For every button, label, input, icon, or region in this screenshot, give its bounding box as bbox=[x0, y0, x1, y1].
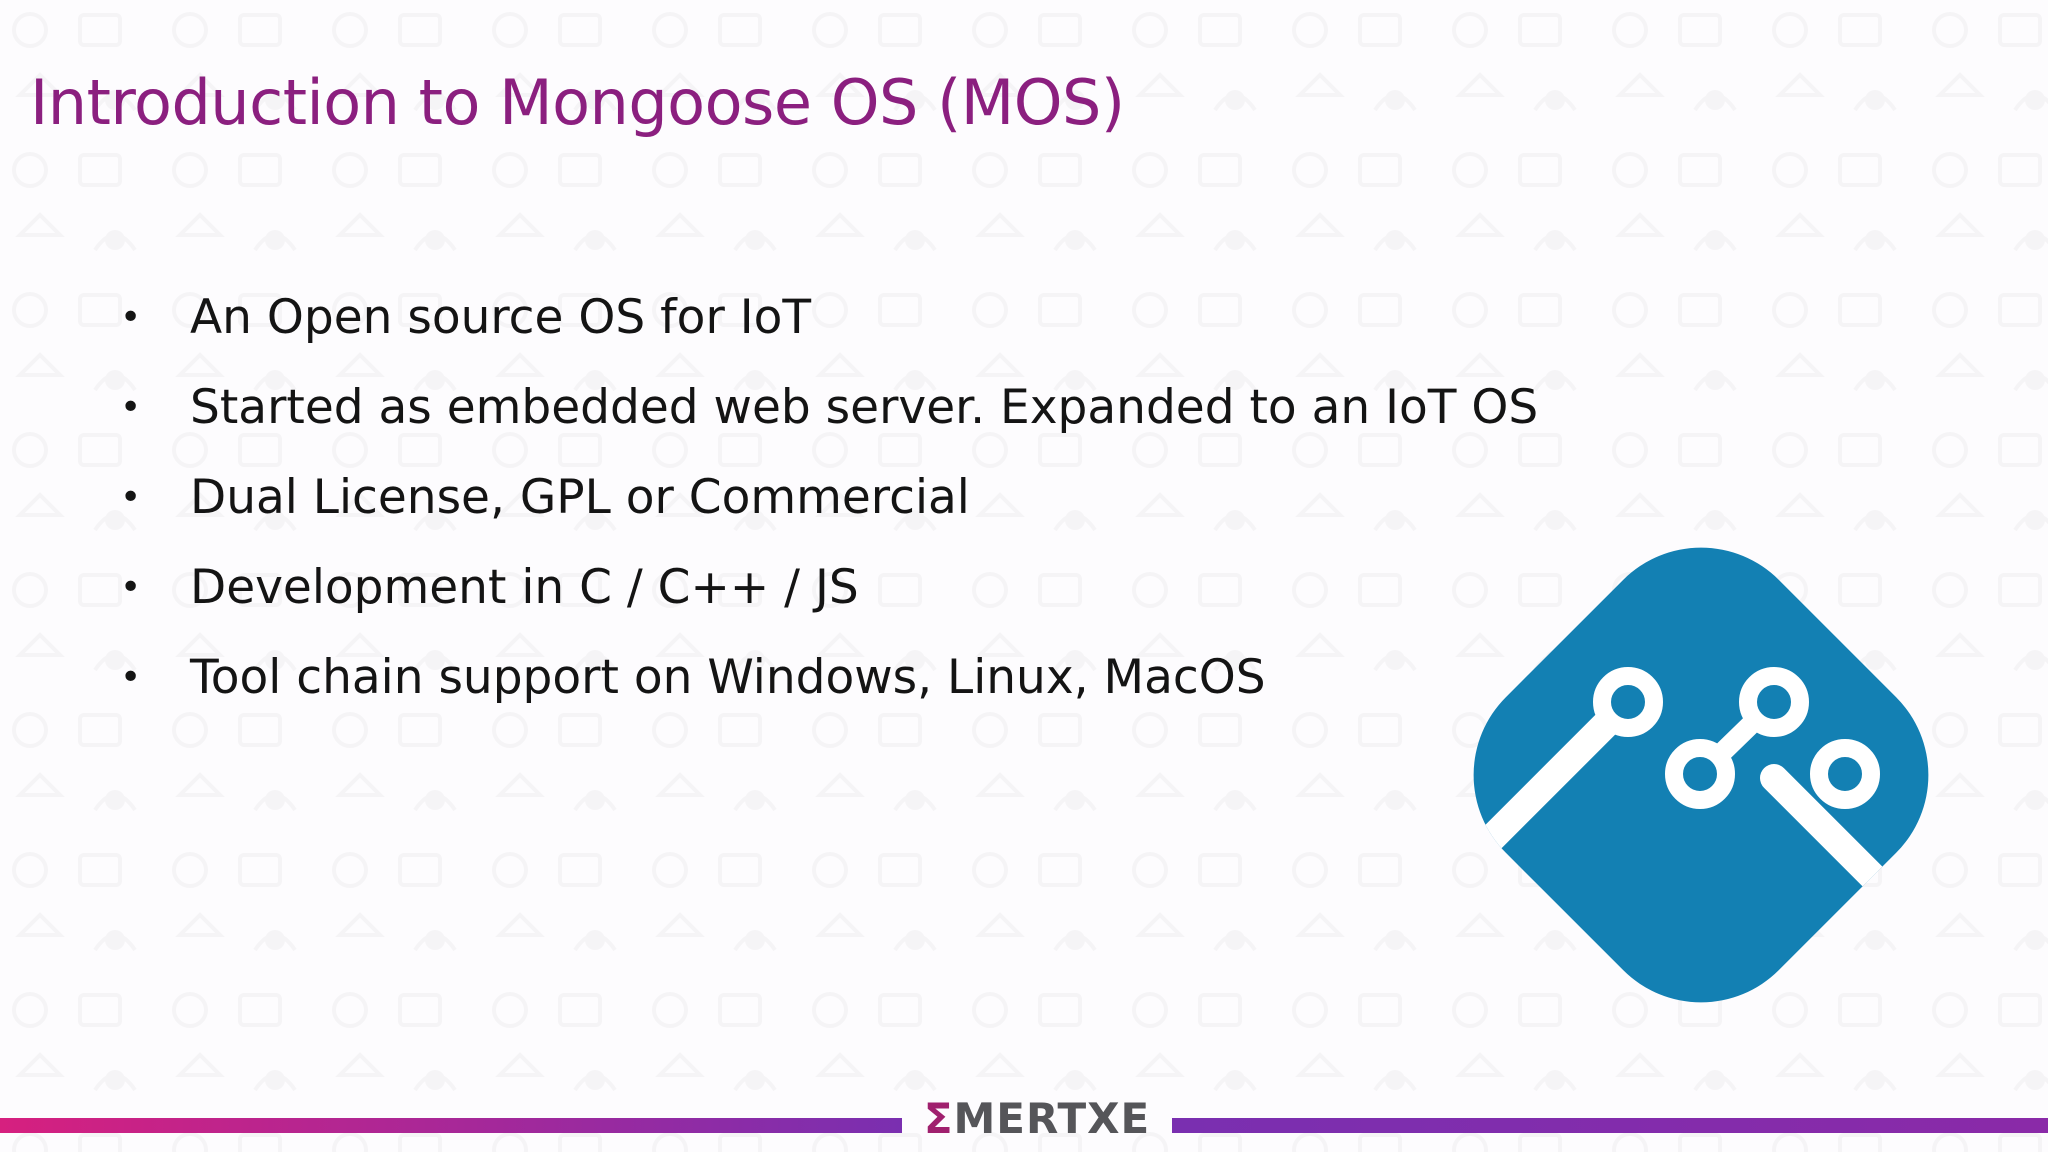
bullet-text: Started as embedded web server. Expanded… bbox=[190, 379, 1539, 435]
bullet-item: • Development in C / C++ / JS bbox=[120, 542, 1538, 632]
brand-name: MERTXE bbox=[953, 1094, 1151, 1143]
bullet-item: • Dual License, GPL or Commercial bbox=[120, 452, 1538, 542]
bullet-text: Tool chain support on Windows, Linux, Ma… bbox=[190, 649, 1266, 705]
bullet-icon: • bbox=[120, 296, 142, 338]
emertxe-logo: ΣMERTXE bbox=[902, 1094, 1172, 1143]
brand-sigma: Σ bbox=[923, 1094, 954, 1143]
bullet-text: Development in C / C++ / JS bbox=[190, 559, 859, 615]
bullet-icon: • bbox=[120, 386, 142, 428]
mongoose-os-logo-icon bbox=[1428, 502, 1974, 1048]
bullet-icon: • bbox=[120, 566, 142, 608]
bullet-list: • An Open source OS for IoT • Started as… bbox=[120, 272, 1538, 722]
footer-bar-right bbox=[1172, 1118, 2048, 1133]
bullet-item: • Tool chain support on Windows, Linux, … bbox=[120, 632, 1538, 722]
bullet-icon: • bbox=[120, 656, 142, 698]
bullet-item: • Started as embedded web server. Expand… bbox=[120, 362, 1538, 452]
bullet-item: • An Open source OS for IoT bbox=[120, 272, 1538, 362]
footer-bar-left bbox=[0, 1118, 902, 1133]
bullet-icon: • bbox=[120, 476, 142, 518]
bullet-text: An Open source OS for IoT bbox=[190, 289, 812, 345]
bullet-text: Dual License, GPL or Commercial bbox=[190, 469, 970, 525]
slide-title: Introduction to Mongoose OS (MOS) bbox=[30, 66, 1125, 139]
